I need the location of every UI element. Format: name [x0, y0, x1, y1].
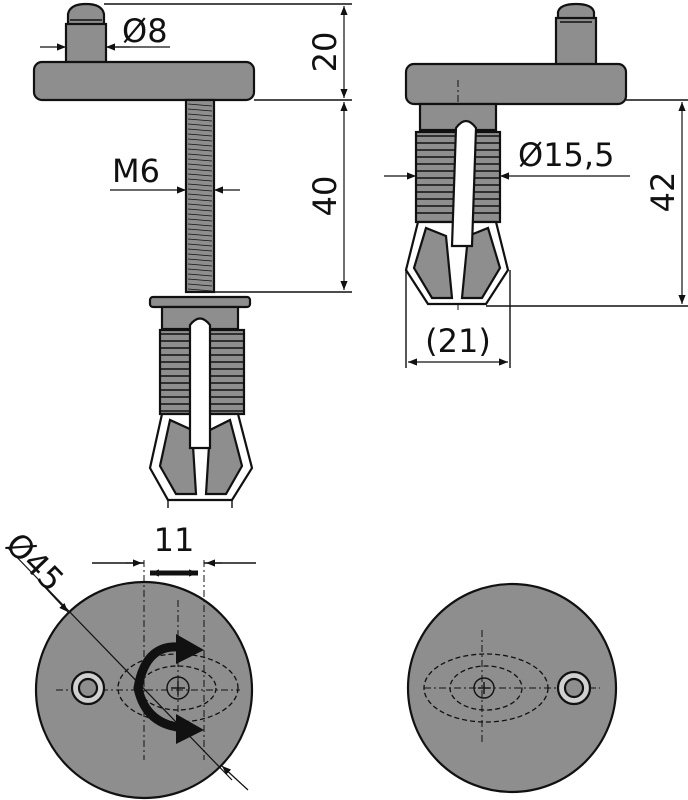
dim-bolt-length: 40: [214, 102, 352, 293]
phillips-screw-icon-right: [473, 677, 495, 699]
hatch-line: [187, 223, 213, 227]
hatch-line: [187, 283, 213, 287]
hatch-line: [187, 118, 213, 122]
hatch-line: [187, 143, 213, 147]
hatch-line: [187, 253, 213, 257]
hatch-line: [187, 183, 213, 187]
hatch-line: [187, 113, 213, 117]
hatch-line: [187, 268, 213, 272]
hatch-line: [187, 233, 213, 237]
label-cap-diameter: Ø45: [0, 525, 71, 599]
plan-view-left: 11 Ø45: [0, 521, 256, 800]
label-anchor-spread: (21): [425, 322, 491, 360]
hatch-line: [187, 243, 213, 247]
phillips-screw-icon: [166, 676, 190, 700]
hatch-line: [187, 273, 213, 277]
hatch-line: [187, 248, 213, 252]
hatch-line: [187, 108, 213, 112]
hatch-line: [187, 288, 213, 292]
hatch-line: [187, 213, 213, 217]
hatch-line: [187, 188, 213, 192]
hatch-line: [187, 193, 213, 197]
hatch-line: [187, 263, 213, 267]
label-anchor-diameter: Ø15,5: [518, 136, 614, 174]
label-pin-diameter: Ø8: [122, 12, 168, 50]
dim-anchor-spread: (21): [405, 270, 511, 368]
label-bolt-length: 40: [306, 176, 344, 217]
label-cap-height: 20: [306, 32, 344, 73]
label-thread: M6: [112, 152, 160, 190]
hatch-line: [187, 238, 213, 242]
dim-anchor-diameter: Ø15,5: [384, 136, 630, 180]
hatch-line: [187, 123, 213, 127]
dim-pin-diameter: Ø8: [40, 12, 170, 51]
assembled-view: Ø15,5 42 (21): [384, 2, 688, 368]
expansion-anchor-assembled: [404, 102, 510, 306]
hatch-line: [187, 258, 213, 262]
dim-cap-height: 20: [104, 3, 352, 101]
hatch-line: [187, 153, 213, 157]
hatch-line: [187, 128, 213, 132]
bolt-exploded-view: Ø8 20 M6 40: [32, 2, 352, 508]
plan-view-right: [406, 582, 618, 794]
hatch-line: [187, 158, 213, 162]
dim-thread: M6: [110, 152, 240, 194]
hatch-line: [187, 103, 213, 107]
dim-assembled-height: 42: [486, 99, 688, 307]
hatch-line: [187, 163, 213, 167]
label-slot-length: 11: [154, 521, 195, 559]
threaded-bolt: [184, 98, 216, 294]
hatch-line: [187, 218, 213, 222]
hatch-line: [187, 203, 213, 207]
cap-plate: [32, 60, 256, 102]
hatch-line: [187, 173, 213, 177]
rotation-arrow-icon: [133, 634, 204, 744]
hatch-line: [187, 138, 213, 142]
hatch-line: [187, 148, 213, 152]
hatch-line: [187, 198, 213, 202]
hatch-line: [187, 228, 213, 232]
hatch-line: [187, 208, 213, 212]
hatch-line: [187, 168, 213, 172]
expansion-anchor: [148, 295, 254, 508]
hatch-line: [187, 278, 213, 282]
cap-plate-assembled: [404, 62, 628, 106]
top-pin: [64, 2, 108, 66]
hatch-line: [187, 133, 213, 137]
hatch-line: [187, 178, 213, 182]
label-assembled-height: 42: [644, 172, 682, 213]
dim-slot-length: 11: [92, 521, 256, 577]
top-pin-assembled: [554, 2, 598, 68]
